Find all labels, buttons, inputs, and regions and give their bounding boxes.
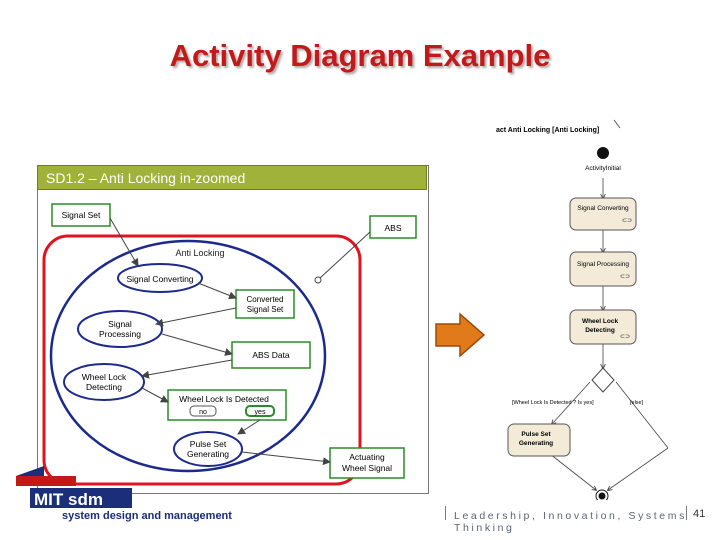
state-yes-label: yes [255, 409, 266, 416]
activity-initial-label: ActivityInitial [585, 165, 621, 172]
wheel-lock-detecting-process [63, 363, 145, 401]
abs-label: ABS [384, 223, 401, 233]
action-wheel-lock-detecting [569, 309, 637, 345]
instrument-link-end [314, 276, 322, 284]
signal-set-object [51, 203, 111, 227]
action-pulse-set-label-1: Pulse Set [521, 431, 551, 438]
rake-icon: ⊂⊃ [620, 334, 630, 340]
actuating-label-2: Wheel Signal [342, 463, 392, 473]
signal-processing-process [77, 310, 163, 348]
opm-links [109, 217, 371, 466]
footer-separator [445, 506, 446, 520]
pulse-set-label-2: Generating [187, 449, 229, 459]
converted-signal-set-object [235, 289, 295, 319]
arrow-right-icon [435, 312, 486, 358]
wheel-lock-detected-label: Wheel Lock Is Detected [179, 394, 269, 404]
action-signal-converting [569, 197, 637, 231]
pulse-set-generating-process [173, 431, 243, 467]
decision-node [591, 367, 615, 393]
logo-subtitle: system design and management [62, 510, 232, 522]
wheel-lock-detecting-label-2: Detecting [86, 382, 122, 392]
highlight-frame [42, 234, 362, 486]
guard-yes-label: [Wheel Lock Is Detected ? Is yes] [512, 400, 594, 406]
rake-icon: ⊂⊃ [622, 218, 632, 224]
guard-else-label: [else] [630, 400, 644, 406]
converted-signal-label-2: Signal Set [247, 305, 284, 314]
rake-icon: ⊂⊃ [620, 274, 630, 280]
activity-diagram: act Anti Locking [Anti Locking] Activity… [496, 119, 669, 503]
action-wheel-lock-label-2: Detecting [585, 327, 615, 334]
anti-locking-process [49, 239, 327, 473]
abs-object [369, 215, 417, 239]
footer-separator [686, 506, 687, 520]
activity-initial-node [597, 147, 609, 159]
activity-diagram-panel: act Anti Locking [Anti Locking] Activity… [490, 118, 700, 503]
wheel-lock-detecting-label-1: Wheel Lock [82, 372, 127, 382]
signal-processing-label-1: Signal [108, 319, 132, 329]
action-signal-converting-label: Signal Converting [577, 205, 629, 212]
action-signal-processing-label: Signal Processing [577, 261, 629, 268]
action-pulse-set-label-2: Generating [519, 440, 553, 447]
page-number: 41 [693, 508, 706, 520]
activity-header: act Anti Locking [Anti Locking] [496, 127, 599, 134]
opm-diagram: Anti Locking Signal Set ABS Signal Conve… [42, 203, 417, 486]
slide-title: Activity Diagram Example [169, 38, 551, 73]
action-signal-processing [569, 251, 637, 287]
opm-panel-header: SD1.2 – Anti Locking in-zoomed [37, 165, 427, 190]
signal-set-label: Signal Set [62, 210, 101, 220]
state-yes [245, 405, 275, 417]
mit-sdm-logo: MIT sdm [16, 466, 132, 509]
converted-signal-label-1: Converted [247, 295, 284, 304]
pulse-set-label-1: Pulse Set [190, 439, 227, 449]
opm-diagram-panel: Anti Locking Signal Set ABS Signal Conve… [37, 165, 429, 494]
signal-converting-process [117, 263, 203, 293]
state-no [189, 405, 217, 417]
logo-text: MIT sdm [34, 490, 103, 509]
anti-locking-label: Anti Locking [175, 248, 224, 258]
state-no-label: no [199, 409, 207, 416]
footer-tagline: Leadership, Innovation, Systems Thinking [454, 510, 687, 534]
signal-converting-label: Signal Converting [126, 274, 193, 284]
abs-data-object [231, 341, 311, 369]
actuating-label-1: Actuating [349, 452, 385, 462]
action-wheel-lock-label-1: Wheel Lock [582, 318, 619, 325]
signal-processing-label-2: Processing [99, 329, 141, 339]
abs-data-label: ABS Data [252, 350, 290, 360]
action-pulse-set-generating [507, 423, 571, 457]
